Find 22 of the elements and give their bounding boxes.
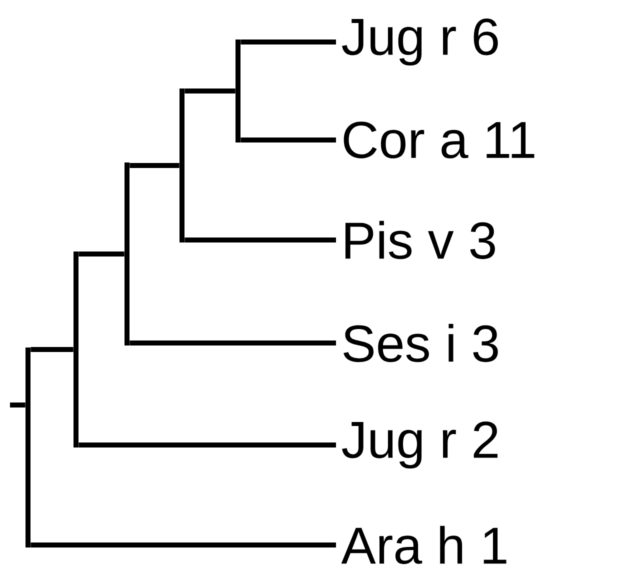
leaf-label: Pis v 3: [345, 220, 495, 260]
branch-bar: [26, 348, 30, 548]
tree-branch: [240, 40, 336, 44]
tree-branch: [30, 542, 336, 548]
tree-branch: [78, 442, 336, 448]
leaf-label: Ara h 1: [341, 526, 506, 564]
tree-branch: [130, 340, 336, 346]
tree-branch: [30, 347, 74, 352]
tree-branch: [184, 238, 336, 242]
branch-bar: [124, 162, 130, 346]
tree-branch: [240, 138, 336, 142]
tree-branch: [184, 88, 236, 94]
branch-bar: [180, 88, 184, 242]
branch-bar: [236, 40, 240, 142]
tree-branch: [10, 402, 26, 408]
leaf-label: Ses i 3: [344, 324, 498, 362]
branch-bar: [74, 252, 78, 448]
tree-branch: [130, 163, 180, 168]
tree-branch: [78, 252, 124, 256]
leaf-label: Cor a 11: [344, 122, 534, 158]
leaf-label: Jug r 2: [342, 421, 498, 469]
leaf-label: Jug r 6: [342, 18, 498, 66]
